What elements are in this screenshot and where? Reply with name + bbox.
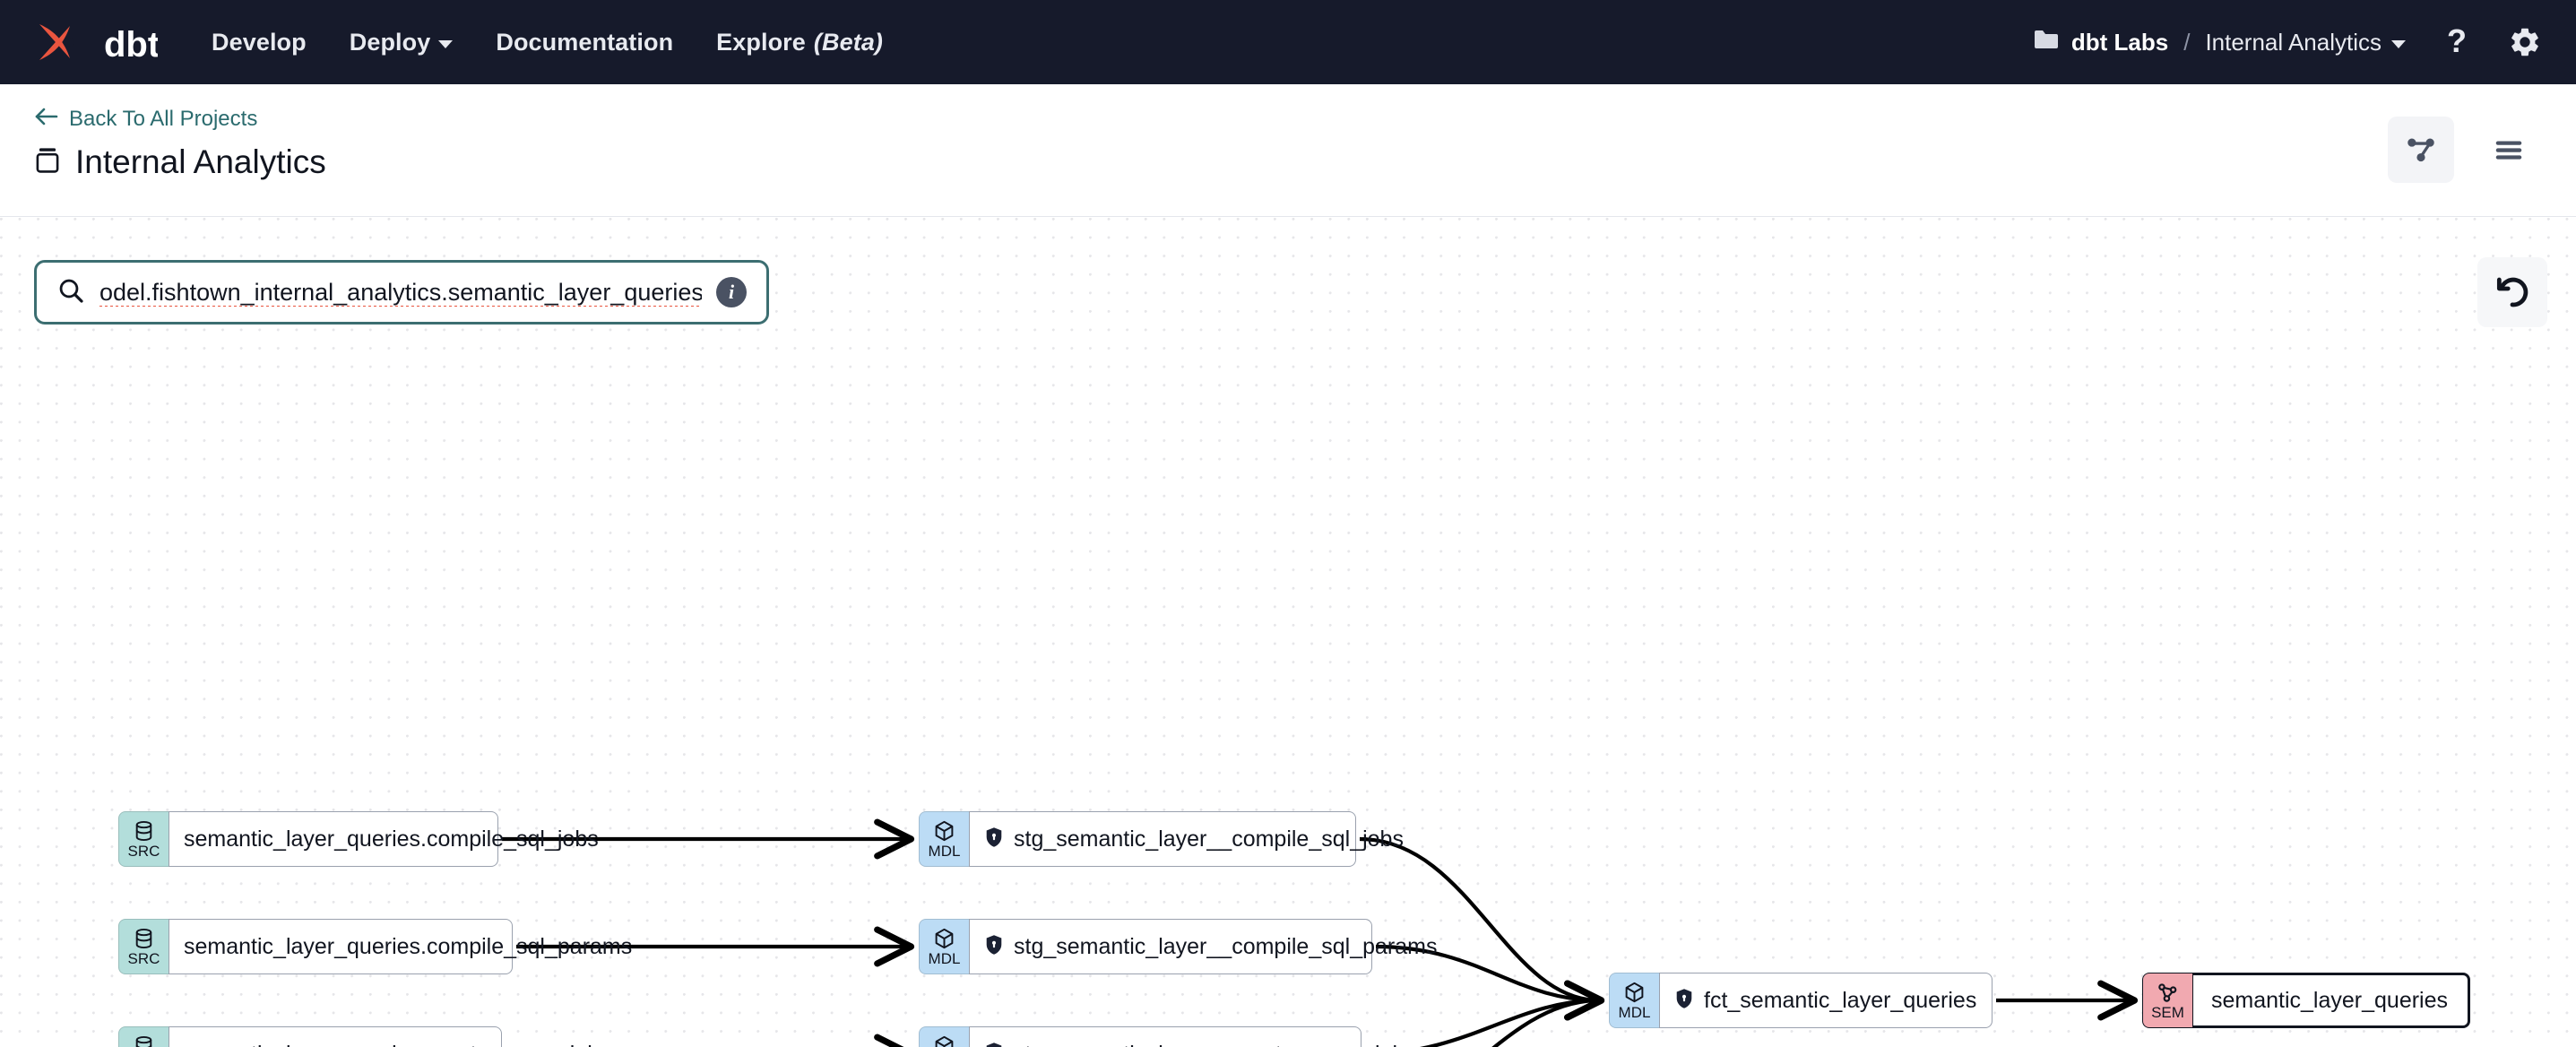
lineage-node-src2[interactable]: SRC semantic_layer_queries.compile_sql_p… — [118, 919, 632, 974]
node-body: stg_semantic_layer__compile_sql_jobs — [969, 811, 1404, 867]
semantic-graph-icon — [2158, 983, 2177, 1002]
navbar-right: dbt Labs / Internal Analytics ? — [2033, 24, 2542, 60]
node-label: semantic_layer_queries.create_query_jobs — [184, 1042, 611, 1047]
svg-text:dbt: dbt — [104, 25, 158, 65]
lineage-node-src1[interactable]: SRC semantic_layer_queries.compile_sql_j… — [118, 811, 599, 867]
private-shield-icon — [1674, 988, 1694, 1014]
node-type-label: SRC — [127, 950, 160, 967]
beta-tag: (Beta) — [813, 28, 884, 56]
node-label: semantic_layer_queries — [2210, 987, 2449, 1013]
private-shield-icon — [984, 934, 1004, 960]
project-name: Internal Analytics — [2205, 28, 2382, 56]
page-title: Internal Analytics — [75, 143, 326, 180]
dbt-logo[interactable]: dbt — [34, 19, 158, 65]
edge-mdl1-fct1 — [1359, 836, 1605, 1021]
node-label: semantic_layer_queries.compile_sql_param… — [184, 933, 633, 959]
org-name: dbt Labs — [2070, 28, 2169, 56]
lineage-node-mdl3[interactable]: MDL stg_semantic_layer__create_query_job… — [919, 1026, 1416, 1047]
node-body: fct_semantic_layer_queries — [1659, 973, 1993, 1028]
search-input[interactable]: odel.fishtown_internal_analytics.semanti… — [34, 260, 769, 324]
node-body: semantic_layer_queries.compile_sql_jobs — [169, 811, 599, 867]
cube-icon — [935, 928, 954, 949]
back-link-label: Back To All Projects — [69, 107, 258, 131]
nav-item-documentation[interactable]: Documentation — [496, 29, 673, 56]
lineage-node-mdl2[interactable]: MDL stg_semantic_layer__compile_sql_para… — [919, 919, 1437, 974]
node-type-badge-mdl: MDL — [919, 919, 969, 974]
nav-label: Develop — [212, 28, 307, 56]
nav-label: Deploy — [349, 28, 431, 56]
nav-item-deploy[interactable]: Deploy — [350, 29, 454, 56]
node-body: stg_semantic_layer__create_query_jobs — [969, 1026, 1416, 1047]
cube-icon — [1625, 982, 1644, 1003]
header-actions — [2388, 117, 2542, 183]
lineage-node-sem1[interactable]: SEM semantic_layer_queries — [2142, 973, 2470, 1028]
node-label: stg_semantic_layer__compile_sql_params — [1014, 933, 1438, 959]
database-icon — [135, 928, 152, 949]
project-selector[interactable]: Internal Analytics — [2205, 29, 2406, 56]
lineage-node-fct1[interactable]: MDL fct_semantic_layer_queries — [1609, 973, 1993, 1028]
database-icon — [135, 820, 152, 842]
node-type-label: MDL — [928, 950, 961, 967]
top-navbar: dbt Develop Deploy Documentation Explore… — [0, 0, 2576, 84]
node-label: stg_semantic_layer__create_query_jobs — [1014, 1042, 1416, 1047]
node-label: stg_semantic_layer__compile_sql_jobs — [1014, 826, 1404, 852]
node-type-badge-sem: SEM — [2142, 973, 2192, 1028]
page-title-row: Internal Analytics — [34, 143, 326, 181]
node-type-label: MDL — [928, 843, 961, 860]
folder-icon — [2033, 28, 2060, 57]
lineage-canvas[interactable]: odel.fishtown_internal_analytics.semanti… — [0, 218, 2576, 1047]
node-body: stg_semantic_layer__compile_sql_params — [969, 919, 1437, 974]
node-type-badge-mdl: MDL — [1609, 973, 1659, 1028]
cube-icon — [935, 1035, 954, 1047]
node-type-label: SEM — [2151, 1004, 2184, 1021]
node-label: semantic_layer_queries.compile_sql_jobs — [184, 826, 599, 852]
svg-text:?: ? — [2447, 24, 2467, 59]
node-type-label: MDL — [1618, 1004, 1651, 1021]
node-body: semantic_layer_queries — [2192, 973, 2470, 1028]
primary-nav: Develop Deploy Documentation Explore (Be… — [212, 29, 883, 56]
reset-view-button[interactable] — [2477, 257, 2547, 327]
lineage-node-src3[interactable]: SRC semantic_layer_queries.create_query_… — [118, 1026, 611, 1047]
edge-mdl3-fct1 — [1419, 980, 1605, 1047]
nav-label: Explore — [716, 28, 806, 56]
node-body: semantic_layer_queries.compile_sql_param… — [169, 919, 632, 974]
node-type-label: SRC — [127, 843, 160, 860]
private-shield-icon — [984, 1042, 1004, 1047]
node-type-badge-mdl: MDL — [919, 811, 969, 867]
nav-item-explore[interactable]: Explore (Beta) — [716, 29, 883, 56]
database-icon — [135, 1035, 152, 1047]
lineage-node-mdl1[interactable]: MDL stg_semantic_layer__compile_sql_jobs — [919, 811, 1404, 867]
nav-label: Documentation — [496, 28, 674, 56]
org-breadcrumb[interactable]: dbt Labs — [2033, 28, 2168, 57]
node-type-badge-src: SRC — [118, 919, 169, 974]
breadcrumb-separator: / — [2183, 28, 2191, 56]
project-icon — [34, 145, 61, 180]
menu-button[interactable] — [2476, 117, 2542, 183]
node-type-badge-src: SRC — [118, 1026, 169, 1047]
node-body: semantic_layer_queries.create_query_jobs — [169, 1026, 611, 1047]
arrow-left-icon — [34, 107, 59, 132]
search-icon — [56, 276, 85, 309]
chevron-down-icon — [438, 39, 454, 48]
search-value: odel.fishtown_internal_analytics.semanti… — [99, 278, 702, 306]
private-shield-icon — [984, 826, 1004, 852]
help-button[interactable]: ? — [2442, 24, 2472, 60]
node-label: fct_semantic_layer_queries — [1704, 987, 1977, 1013]
info-icon[interactable]: i — [716, 277, 747, 307]
node-type-badge-src: SRC — [118, 811, 169, 867]
node-type-badge-mdl: MDL — [919, 1026, 969, 1047]
lineage-view-button[interactable] — [2388, 117, 2454, 183]
chevron-down-icon — [2391, 39, 2406, 48]
gear-icon[interactable] — [2508, 25, 2542, 59]
back-to-all-projects-link[interactable]: Back To All Projects — [34, 107, 257, 132]
cube-icon — [935, 820, 954, 842]
project-header: Back To All Projects Internal Analytics — [0, 84, 2576, 217]
nav-item-develop[interactable]: Develop — [212, 29, 307, 56]
